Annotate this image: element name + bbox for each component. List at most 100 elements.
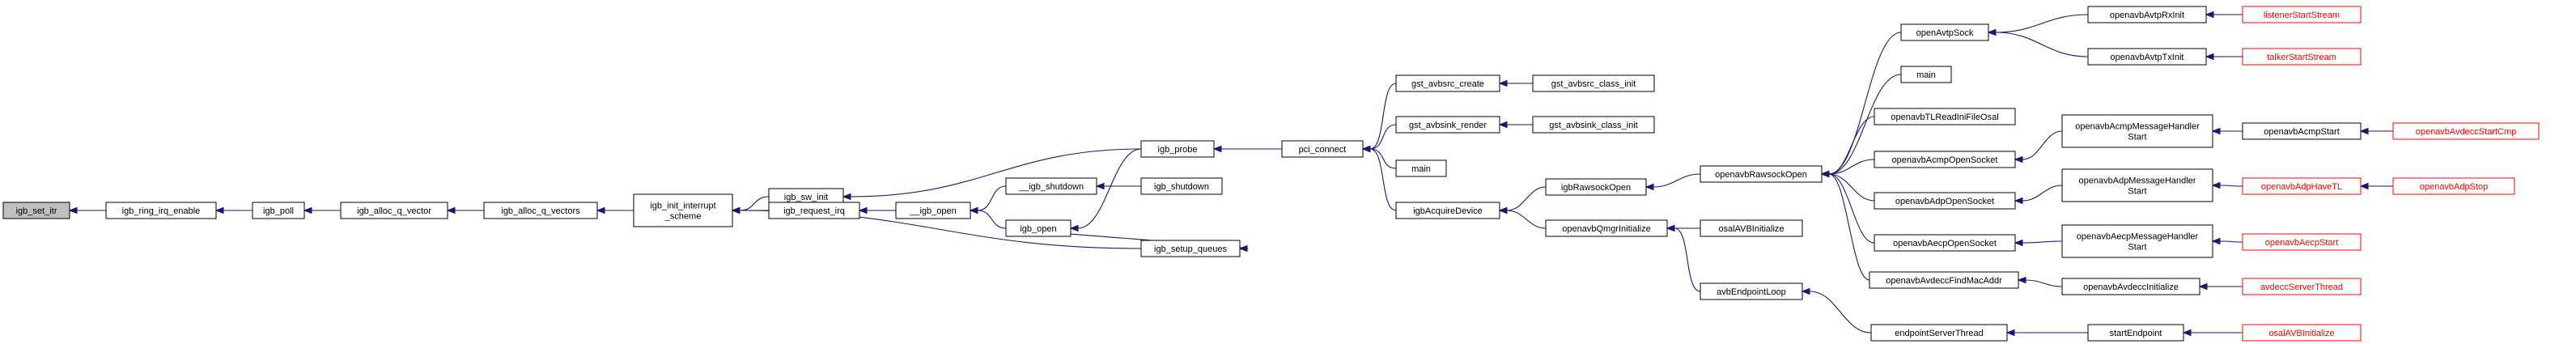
- node-openavb-avtp-tx-init[interactable]: openavbAvtpTxInit: [2087, 48, 2207, 66]
- node-openavb-avtp-rx-init[interactable]: openavbAvtpRxInit: [2087, 6, 2207, 23]
- node-igb-rawsock-open[interactable]: igbRawsockOpen: [1545, 178, 1647, 196]
- node-label: igb_setup_queues: [1154, 244, 1227, 254]
- node-box: [1140, 140, 1215, 158]
- edge-arrowhead: [68, 206, 78, 214]
- edge-arrowhead: [303, 206, 312, 214]
- edge-openavb-aecp-open-socket-to-openavb-rawsock-open: [1828, 173, 1875, 244]
- node-box: [1869, 271, 2019, 289]
- node-box: [483, 202, 598, 219]
- node-osal-avbinitialize-1[interactable]: osalAVBInitialize: [1700, 219, 1803, 237]
- node-openavb-rawsock-open[interactable]: openavbRawsockOpen: [1700, 165, 1823, 183]
- node-label: osalAVBInitialize: [1718, 224, 1784, 234]
- node-openavb-tlread-ini-file-osal[interactable]: openavbTLReadIniFileOsal: [1874, 108, 2016, 125]
- node-label: igb_poll: [263, 206, 294, 216]
- node-label: __igb_open: [909, 206, 957, 216]
- node-box: [1870, 324, 2008, 342]
- node-listener-start-stream[interactable]: listenerStartStream: [2242, 6, 2362, 23]
- node-igb-setup-queues[interactable]: igb_setup_queues: [1140, 240, 1241, 257]
- node-gst-avbsink-render[interactable]: gst_avbsink_render: [1395, 116, 1500, 134]
- node-openavb-qmgr-initialize[interactable]: openavbQmgrInitialize: [1545, 219, 1668, 237]
- node-label: openavbAecpMessageHandler: [2077, 232, 2199, 242]
- edge-arrowhead: [1069, 224, 1079, 232]
- edge-igb-rawsock-open-to-igb-acquire-device: [1506, 186, 1547, 211]
- edge-openavb-qmgr-initialize-to-igb-acquire-device: [1506, 210, 1547, 229]
- node-label: openavbAvtpRxInit: [2110, 11, 2184, 20]
- node-openavb-adp-open-socket[interactable]: openavbAdpOpenSocket: [1874, 192, 2016, 210]
- node---igb-open[interactable]: __igb_open: [895, 202, 971, 219]
- node-openavb-acmp-start[interactable]: openavbAcmpStart: [2242, 122, 2362, 140]
- node-label: openavbQmgrInitialize: [1562, 224, 1650, 234]
- node-openavb-avdecc-find-mac-addr[interactable]: openavbAvdeccFindMacAddr: [1869, 271, 2019, 289]
- node-box: [2061, 168, 2213, 202]
- node-start-endpoint[interactable]: startEndpoint: [2087, 324, 2184, 342]
- edge-arrowhead: [2205, 11, 2214, 19]
- node-igb-alloc-q-vectors[interactable]: igb_alloc_q_vectors: [483, 202, 598, 219]
- node-endpoint-server-thread[interactable]: endpointServerThread: [1870, 324, 2008, 342]
- node-main-2[interactable]: main: [1900, 66, 1952, 83]
- node-label: talkerStartStream: [2267, 53, 2336, 62]
- edge-gst-avbsink-render-to-pci-connect: [1369, 124, 1397, 150]
- node-label: openAvtpSock: [1916, 28, 1974, 38]
- node-open-avtp-sock[interactable]: openAvtpSock: [1900, 23, 1989, 41]
- edge-arrowhead: [1498, 121, 1508, 129]
- edge-arrowhead: [842, 193, 851, 201]
- node-igb-set-itr[interactable]: igb_set_itr: [2, 202, 70, 219]
- edge-arrowhead: [214, 206, 224, 214]
- node-label: igb_sw_init: [784, 193, 828, 202]
- node-label: openavbAecpStart: [2265, 238, 2339, 248]
- node-box: [1140, 240, 1241, 257]
- node-gst-avbsrc-class-init[interactable]: gst_avbsrc_class_init: [1532, 74, 1655, 92]
- node-igb-shutdown[interactable]: igb_shutdown: [1140, 177, 1223, 195]
- node-label: gst_avbsink_class_init: [1549, 121, 1637, 130]
- node-igb-probe[interactable]: igb_probe: [1140, 140, 1215, 158]
- node-label: openavbAcmpOpenSocket: [1892, 155, 1998, 165]
- node-label: igb_alloc_q_vector: [357, 206, 431, 216]
- node-osal-avbinitialize-2[interactable]: osalAVBInitialize: [2242, 324, 2362, 342]
- node-igb-poll[interactable]: igb_poll: [252, 202, 305, 219]
- node-gst-avbsrc-create[interactable]: gst_avbsrc_create: [1395, 74, 1500, 92]
- node-igb-alloc-q-vector[interactable]: igb_alloc_q_vector: [340, 202, 448, 219]
- node-label: gst_avbsink_render: [1409, 121, 1487, 130]
- node-gst-avbsink-class-init[interactable]: gst_avbsink_class_init: [1532, 116, 1655, 134]
- node-avdecc-server-thread[interactable]: avdeccServerThread: [2242, 278, 2362, 295]
- node-igb-request-irq[interactable]: igb_request_irq: [768, 202, 860, 219]
- node-igb-ring-irq-enable[interactable]: igb_ring_irq_enable: [105, 202, 217, 219]
- node---igb-shutdown[interactable]: __igb_shutdown: [1005, 177, 1097, 195]
- node-label: igb_probe: [1158, 145, 1198, 155]
- node-box: [1874, 234, 2016, 252]
- node-openavb-adp-stop[interactable]: openavbAdpStop: [2392, 177, 2515, 195]
- node-label: openavbAecpOpenSocket: [1893, 239, 1997, 248]
- node-openavb-avdecc-initialize[interactable]: openavbAvdeccInitialize: [2061, 278, 2200, 295]
- node-label: startEndpoint: [2110, 329, 2162, 338]
- node-igb-init-interrupt-scheme[interactable]: igb_init_interrupt_scheme: [633, 193, 733, 227]
- edge-openavb-acmp-open-socket-to-openavb-rawsock-open: [1828, 159, 1875, 175]
- node-igb-open[interactable]: igb_open: [1005, 219, 1072, 237]
- node-label: openavbTLReadIniFileOsal: [1891, 113, 1998, 122]
- edge-openavb-rawsock-open-to-igb-rawsock-open: [1653, 173, 1701, 188]
- edge-arrowhead: [2014, 239, 2023, 247]
- node-avb-endpoint-loop[interactable]: avbEndpointLoop: [1700, 282, 1803, 300]
- edge-arrowhead: [1095, 182, 1105, 190]
- edge-arrowhead: [446, 206, 456, 214]
- node-box: [2392, 122, 2540, 140]
- node-box: [1532, 116, 1655, 134]
- node-igb-sw-init[interactable]: igb_sw_init: [768, 188, 844, 206]
- node-main-1[interactable]: main: [1395, 159, 1447, 177]
- node-label: gst_avbsrc_create: [1411, 79, 1484, 89]
- node-pci-connect[interactable]: pci_connect: [1281, 140, 1364, 158]
- edge-openavb-aecp-start-to-openavb-aecp-message-handler-start: [2219, 240, 2243, 243]
- node-label: igb_set_itr: [16, 206, 57, 216]
- node-openavb-aecp-open-socket[interactable]: openavbAecpOpenSocket: [1874, 234, 2016, 252]
- node-talker-start-stream[interactable]: talkerStartStream: [2242, 48, 2362, 66]
- node-openavb-acmp-open-socket[interactable]: openavbAcmpOpenSocket: [1874, 151, 2016, 168]
- node-openavb-aecp-start[interactable]: openavbAecpStart: [2242, 233, 2362, 251]
- node-openavb-adp-have-tl[interactable]: openavbAdpHaveTL: [2242, 177, 2362, 195]
- node-box: [768, 202, 860, 219]
- node-label: openavbAdpOpenSocket: [1895, 197, 1994, 206]
- edge-igb-probe-to-igb-sw-init: [850, 148, 1142, 197]
- node-openavb-avdecc-start-cmp[interactable]: openavbAvdeccStartCmp: [2392, 122, 2540, 140]
- node-igb-acquire-device[interactable]: igbAcquireDevice: [1395, 202, 1500, 219]
